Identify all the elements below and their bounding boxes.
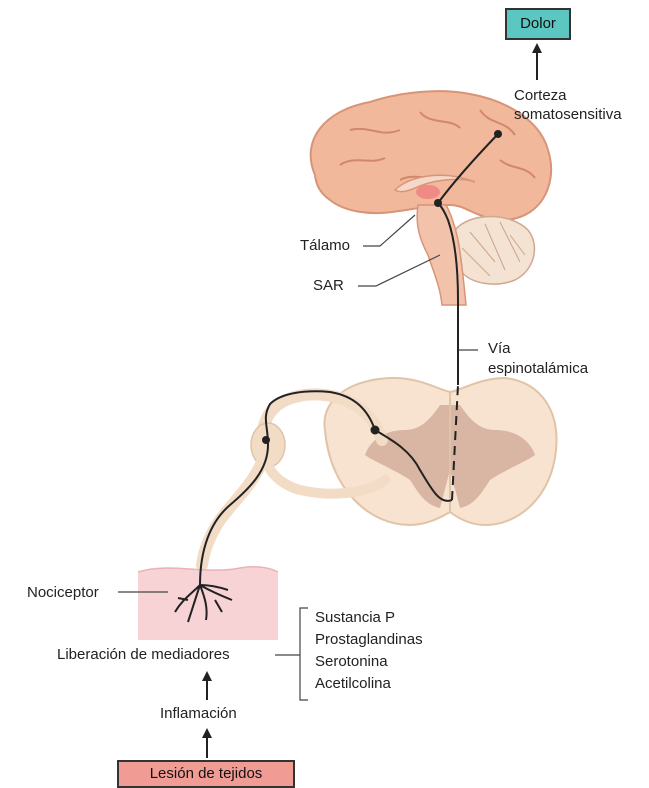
mediators-list: Sustancia P Prostaglandinas Serotonina A…	[315, 607, 423, 695]
cortex-neuron	[494, 130, 502, 138]
lesion-box: Lesión de tejidos	[117, 760, 295, 788]
mediators-bracket	[300, 608, 308, 700]
spinal-cord-illustration	[324, 378, 556, 525]
sar-leader	[358, 255, 440, 286]
ganglion-neuron	[262, 436, 270, 444]
skin-layer	[138, 567, 278, 640]
skin-illustration	[138, 567, 278, 640]
dolor-label: Dolor	[520, 15, 556, 32]
dorsal-horn-neuron	[371, 426, 380, 435]
talamo-leader	[363, 215, 415, 246]
corteza-label-line1: Corteza	[514, 87, 567, 105]
mediator-item: Acetilcolina	[315, 673, 423, 695]
lesion-label: Lesión de tejidos	[150, 765, 263, 782]
mediator-item: Sustancia P	[315, 607, 423, 629]
thalamus-neuron	[434, 199, 442, 207]
dolor-box: Dolor	[505, 8, 571, 40]
spinal-nerve	[202, 462, 262, 565]
talamo-label: Tálamo	[300, 237, 350, 255]
via-label-line2: espinotalámica	[488, 360, 588, 378]
nociceptor-label: Nociceptor	[27, 584, 99, 602]
mediator-item: Serotonina	[315, 651, 423, 673]
thalamus-shape	[416, 185, 440, 199]
via-label-line1: Vía	[488, 340, 511, 358]
sar-label: SAR	[313, 277, 344, 295]
mediator-item: Prostaglandinas	[315, 629, 423, 651]
corteza-label-line2: somatosensitiva	[514, 106, 622, 124]
liberacion-label: Liberación de mediadores	[57, 646, 230, 664]
inflamacion-label: Inflamación	[160, 705, 237, 723]
